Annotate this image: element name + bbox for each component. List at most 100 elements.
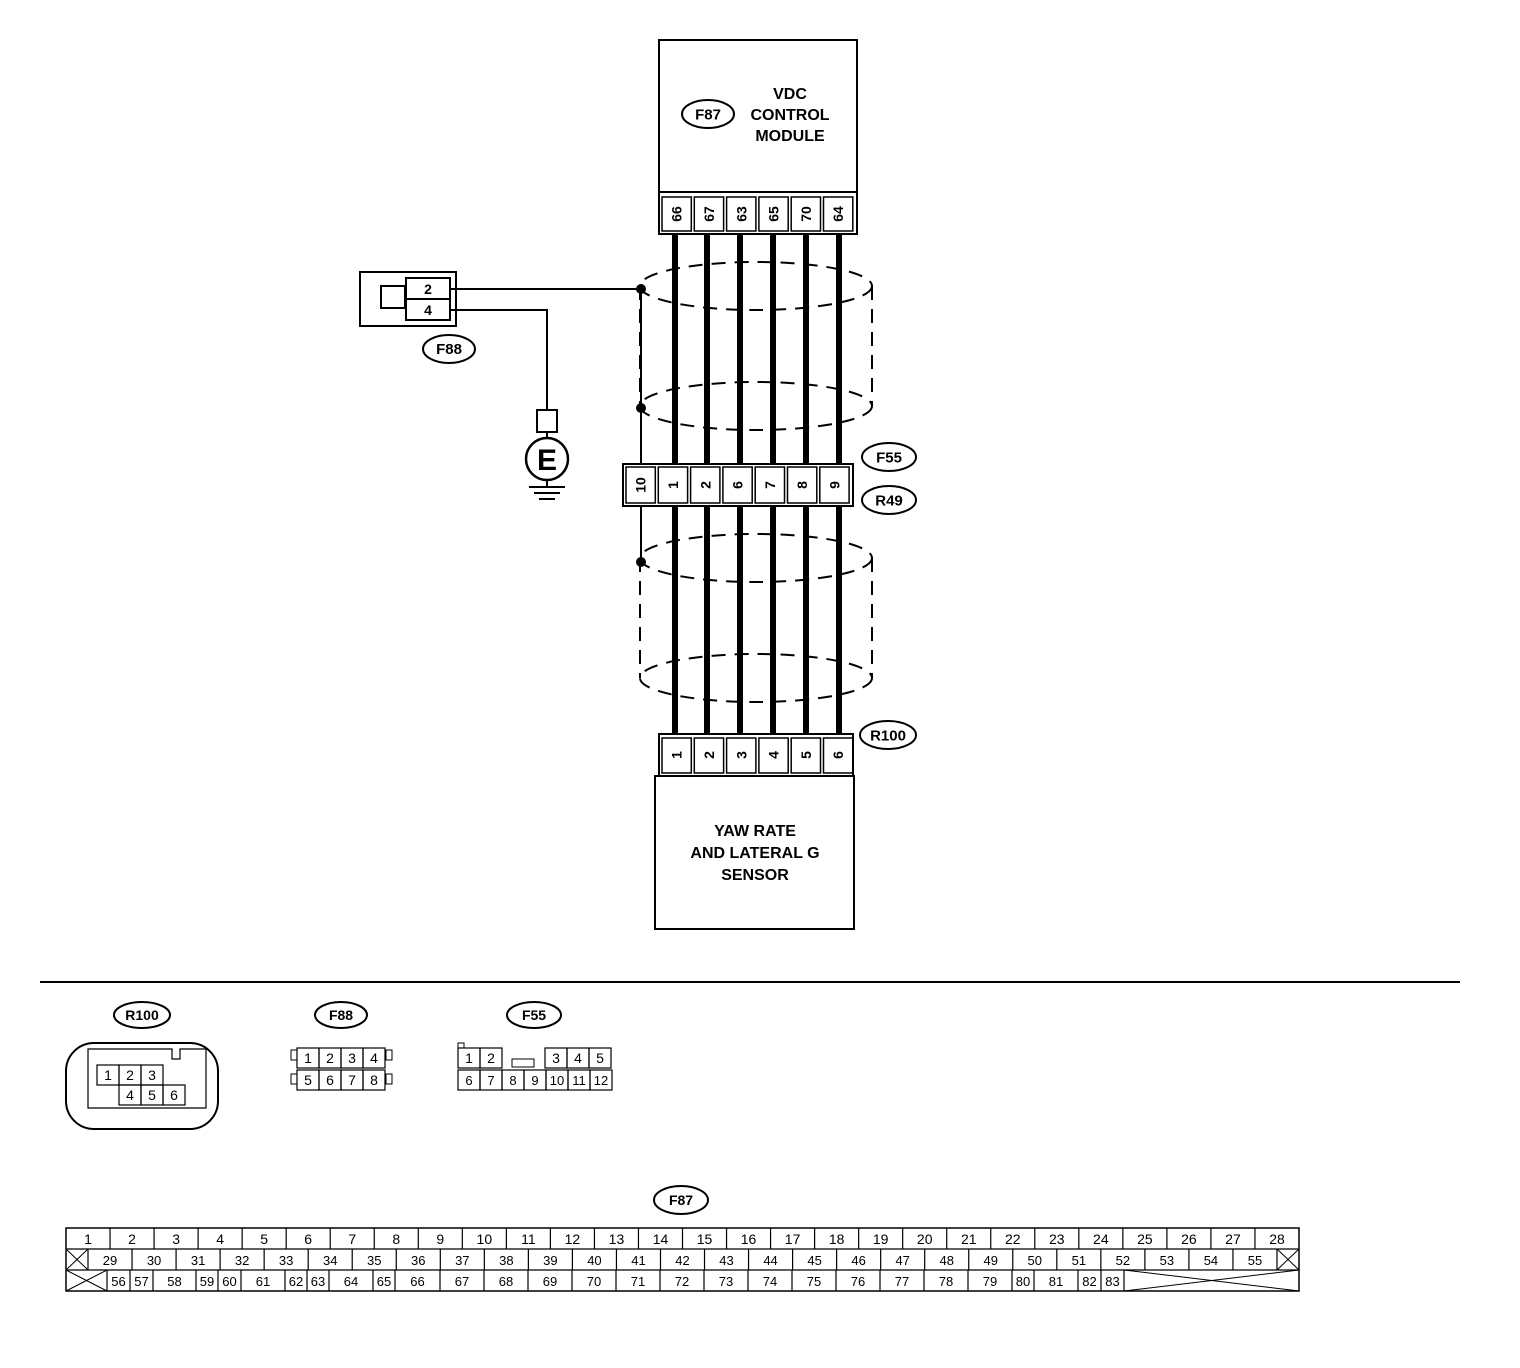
f87-face-label: 13 xyxy=(609,1231,625,1247)
r100-face-badge xyxy=(113,1001,171,1029)
f88-face-label: 5 xyxy=(304,1072,312,1088)
f88-face-label: 8 xyxy=(370,1072,378,1088)
f87-empty-cell xyxy=(1276,1248,1300,1271)
f55-face-label: 6 xyxy=(465,1073,472,1088)
f87-face-label: 65 xyxy=(377,1274,391,1289)
f87-face-label: 29 xyxy=(103,1253,117,1268)
f87-face-label: 49 xyxy=(984,1253,998,1268)
f87-face-label: 20 xyxy=(917,1231,933,1247)
f55-face-label: 12 xyxy=(594,1073,608,1088)
sensor-pin-label: 2 xyxy=(701,751,717,759)
f88-pin-2: 2 xyxy=(424,281,432,297)
f87-face-label: 10 xyxy=(477,1231,493,1247)
f87-face-label: 15 xyxy=(697,1231,713,1247)
vdc-pin-label: 70 xyxy=(798,206,814,222)
f87-face-label: 8 xyxy=(392,1231,400,1247)
f87-face-label: 63 xyxy=(311,1274,325,1289)
vdc-pin-cell xyxy=(822,196,854,232)
r100-face-cell xyxy=(162,1084,186,1106)
sensor-title-line-2: AND LATERAL G xyxy=(690,845,819,862)
f87-face-label: 67 xyxy=(455,1274,469,1289)
f87-face-label: 26 xyxy=(1181,1231,1197,1247)
f55-face-cell xyxy=(589,1069,613,1091)
f87-empty-cell xyxy=(1123,1269,1300,1292)
f87-face-label: 80 xyxy=(1016,1274,1030,1289)
f88-code: F88 xyxy=(436,341,462,358)
r100-face-label: 3 xyxy=(148,1067,156,1083)
vdc-title-line-1: VDC xyxy=(773,86,807,103)
f87-face-label: 61 xyxy=(256,1274,270,1289)
f87-face-label: 53 xyxy=(1160,1253,1174,1268)
f87-face-label: 38 xyxy=(499,1253,513,1268)
sensor-pin-cell xyxy=(693,737,725,774)
f87-face-label: 25 xyxy=(1137,1231,1153,1247)
sensor-pin-cell xyxy=(822,737,854,774)
joint-pin-label: 8 xyxy=(794,481,810,489)
f87-face-label: 43 xyxy=(719,1253,733,1268)
f87-face-label: 18 xyxy=(829,1231,845,1247)
f87-face-label: 51 xyxy=(1072,1253,1086,1268)
f87-face-label: 23 xyxy=(1049,1231,1065,1247)
joint-pin-label: 10 xyxy=(633,477,649,493)
f55-face-label: 9 xyxy=(531,1073,538,1088)
f87-face-label: 1 xyxy=(84,1231,92,1247)
r100-code-badge xyxy=(859,720,917,750)
splice-dot xyxy=(636,557,646,567)
vdc-pin-label: 66 xyxy=(669,206,685,222)
f55-face-badge xyxy=(506,1001,562,1029)
f87-face-badge xyxy=(653,1185,709,1215)
vdc-pin-cell xyxy=(758,196,789,232)
f87-face-label: 19 xyxy=(873,1231,889,1247)
harness-wires xyxy=(672,234,842,734)
sensor-title-line-1: YAW RATE xyxy=(714,823,796,840)
f87-face-label: 50 xyxy=(1028,1253,1042,1268)
f55-code-badge xyxy=(861,442,917,472)
f88-face-label: 4 xyxy=(370,1050,378,1066)
r100-face-code: R100 xyxy=(125,1007,159,1023)
f87-face-label: 83 xyxy=(1105,1274,1119,1289)
f55-face-code: F55 xyxy=(522,1007,546,1023)
f88-face-label: 2 xyxy=(326,1050,334,1066)
r100-code: R100 xyxy=(870,728,906,745)
sensor-pin-cell xyxy=(661,737,693,774)
vdc-pin-label: 67 xyxy=(701,206,717,222)
f87-face-label: 79 xyxy=(983,1274,997,1289)
r100-face-label: 2 xyxy=(126,1067,134,1083)
f87-face-label: 68 xyxy=(499,1274,513,1289)
f55-face-label: 10 xyxy=(550,1073,564,1088)
r100-face-label: 5 xyxy=(148,1087,156,1103)
ground-letter: E xyxy=(537,444,557,477)
f87-face-label: 3 xyxy=(172,1231,180,1247)
vdc-pin-cell xyxy=(693,196,725,232)
f87-face-label: 47 xyxy=(895,1253,909,1268)
sensor-pin-label: 3 xyxy=(733,751,749,759)
f87-face-label: 24 xyxy=(1093,1231,1109,1247)
f88-ground-connector: 2 4 F88 xyxy=(359,271,641,410)
f55-face-label: 8 xyxy=(509,1073,516,1088)
f88-face-label: 6 xyxy=(326,1072,334,1088)
f55-face-label: 7 xyxy=(487,1073,494,1088)
f87-face-label: 82 xyxy=(1082,1274,1096,1289)
f87-face-label: 59 xyxy=(200,1274,214,1289)
joint-pin-cell xyxy=(819,466,850,504)
joint-pin-cell xyxy=(657,466,689,504)
f87-face-label: 60 xyxy=(222,1274,236,1289)
vdc-pin-label: 65 xyxy=(766,206,782,222)
f87-face-label: 52 xyxy=(1116,1253,1130,1268)
vdc-pin-cell xyxy=(661,196,693,232)
r100-face-label: 4 xyxy=(126,1087,134,1103)
f87-face-label: 9 xyxy=(436,1231,444,1247)
f87-face-label: 55 xyxy=(1248,1253,1262,1268)
f88-face-label: 1 xyxy=(304,1050,312,1066)
vdc-title-line-3: MODULE xyxy=(755,128,825,145)
f87-face-label: 56 xyxy=(111,1274,125,1289)
vdc-pin-cell xyxy=(790,196,822,232)
